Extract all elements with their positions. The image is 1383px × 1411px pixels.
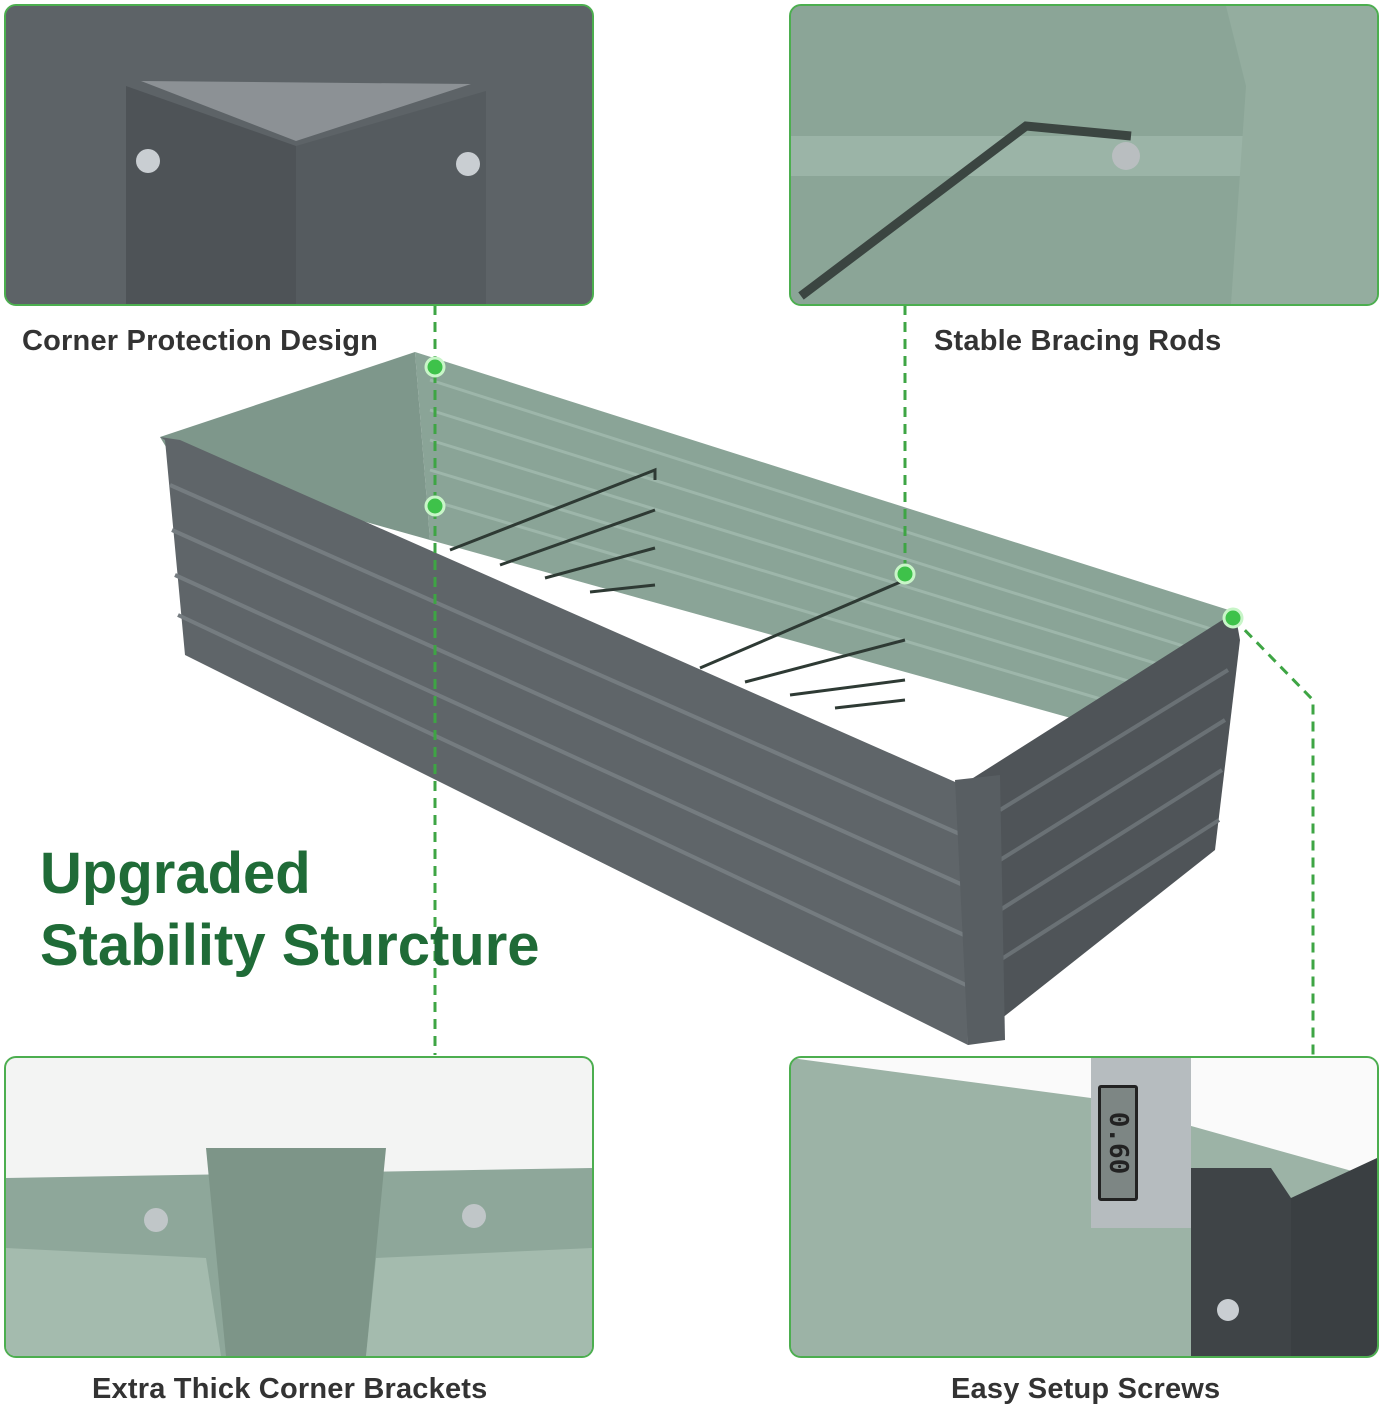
caliper-readout: 0.60 [1103,1111,1133,1175]
right-short-panel [962,612,1240,1045]
caption-setup-screws: Easy Setup Screws [951,1373,1221,1405]
callout-dot [424,356,446,378]
left-inner-wall [160,352,430,540]
caption-corner-protection: Corner Protection Design [22,325,379,357]
caption-bracing-rods: Stable Bracing Rods [934,325,1222,357]
headline-line1: Upgraded [40,841,311,906]
callout-dot [1222,607,1244,629]
setup-screws-photo [789,1056,1379,1358]
bracing-rods-photo [789,4,1379,306]
callout-dot [424,495,446,517]
caliper-display: 0.60 [1098,1085,1138,1201]
headline-line2: Stability Sturcture [40,913,540,978]
corner-cap [955,775,1005,1045]
callout-dot [894,563,916,585]
back-inner-wall [415,352,1235,760]
corner-brackets-photo [4,1056,594,1358]
corner-protection-photo [4,4,594,306]
floor-opening [430,545,1222,780]
bracing-rods [449,467,906,710]
caption-corner-brackets: Extra Thick Corner Brackets [92,1373,488,1405]
